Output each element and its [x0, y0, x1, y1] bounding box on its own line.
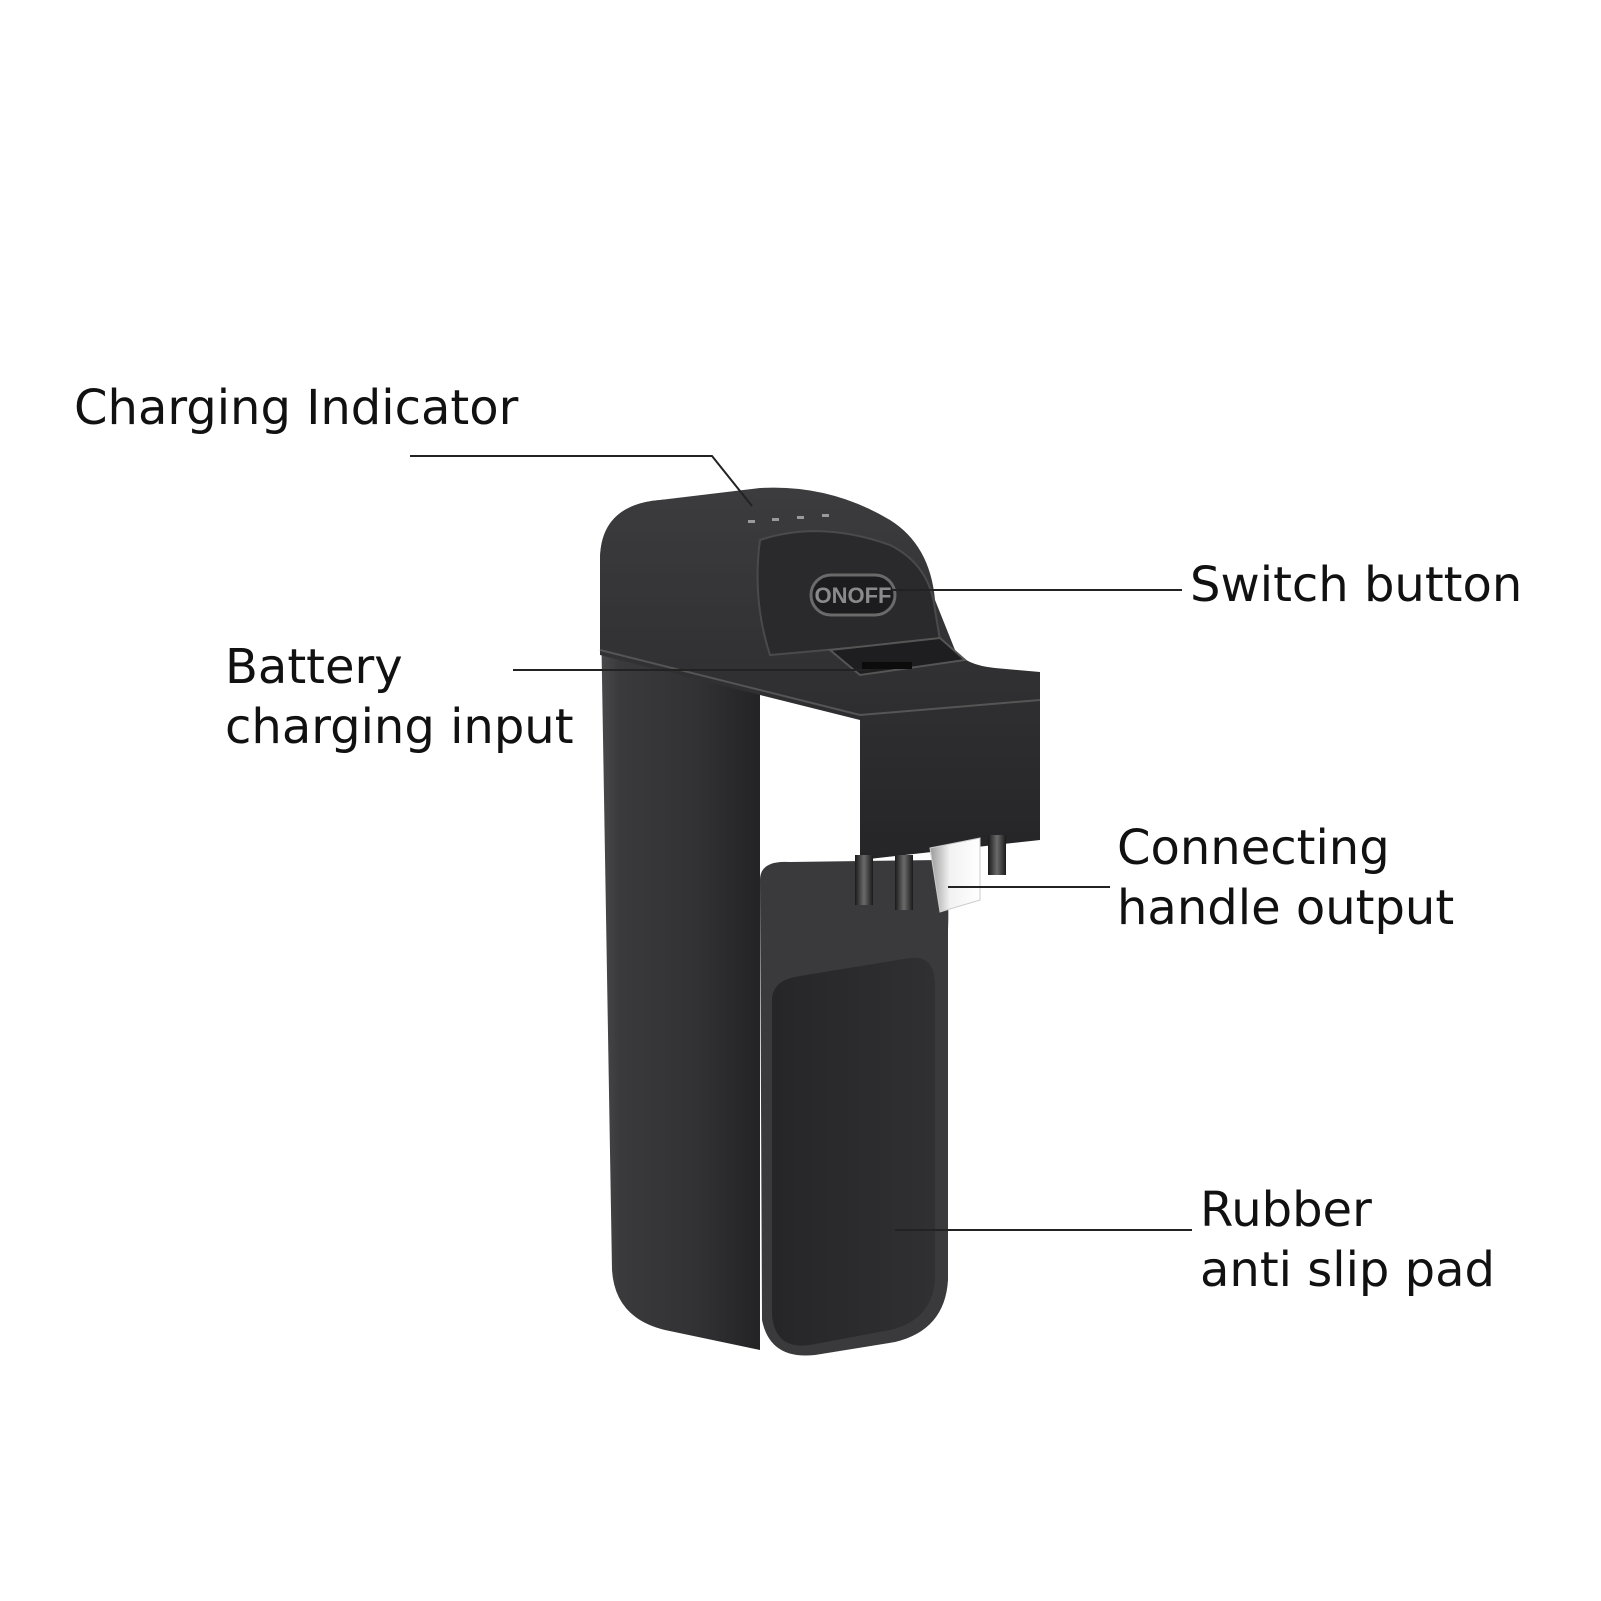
charging-indicator-leds — [748, 514, 829, 523]
label-line: charging input — [225, 699, 574, 755]
cap-seam — [599, 649, 1041, 717]
label-line: Rubber — [1200, 1182, 1372, 1238]
charging-input-port — [827, 636, 968, 677]
label-rubber-anti-slip-pad: Rubber anti slip pad — [1200, 1180, 1495, 1300]
label-connecting-handle-output: Connecting handle output — [1117, 818, 1454, 938]
device-body — [600, 492, 760, 1350]
button-text: ONOFF — [815, 583, 892, 608]
label-line: Connecting — [1117, 820, 1390, 876]
connector-pins — [855, 835, 1006, 913]
label-line: anti slip pad — [1200, 1242, 1496, 1298]
leader-charging-indicator — [410, 455, 753, 507]
label-switch-button: Switch button — [1190, 555, 1522, 615]
switch-button-graphic[interactable]: ONOFF — [809, 573, 897, 617]
label-line: Switch button — [1190, 557, 1523, 613]
rubber-pad-graphic — [772, 957, 935, 1346]
label-charging-indicator: Charging Indicator — [74, 378, 518, 438]
label-line: Battery — [225, 639, 403, 695]
leader-lines — [410, 455, 1192, 1231]
label-line: Charging Indicator — [74, 380, 519, 436]
label-line: handle output — [1117, 880, 1455, 936]
device-top-cap — [600, 487, 1040, 860]
label-battery-charging-input: Battery charging input — [225, 637, 574, 757]
